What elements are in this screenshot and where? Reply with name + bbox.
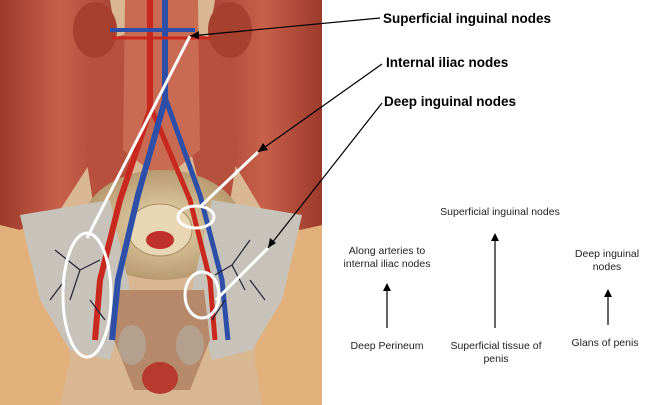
flow-left-bottom: Deep Perineum (350, 340, 424, 353)
flow-right-top: Deep inguinal nodes (568, 248, 646, 274)
flow-right-bottom: Glans of penis (563, 337, 647, 350)
right-flow-arrowhead (604, 289, 612, 297)
left-flow-arrowhead (383, 283, 391, 291)
glans (142, 362, 178, 394)
right-kidney (208, 2, 252, 58)
flow-top-label: Superficial inguinal nodes (425, 206, 575, 219)
deep-inguinal-callout: Deep inguinal nodes (384, 94, 516, 109)
flow-left-top: Along arteries to internal iliac nodes (331, 245, 443, 271)
urethral-opening (146, 231, 174, 249)
right-testis (176, 325, 204, 365)
flow-middle-bottom: Superficial tissue of penis (448, 340, 544, 366)
middle-flow-arrowhead (491, 233, 499, 241)
internal-iliac-callout: Internal iliac nodes (386, 55, 508, 70)
superficial-inguinal-callout: Superficial inguinal nodes (383, 11, 551, 26)
left-testis (118, 325, 146, 365)
